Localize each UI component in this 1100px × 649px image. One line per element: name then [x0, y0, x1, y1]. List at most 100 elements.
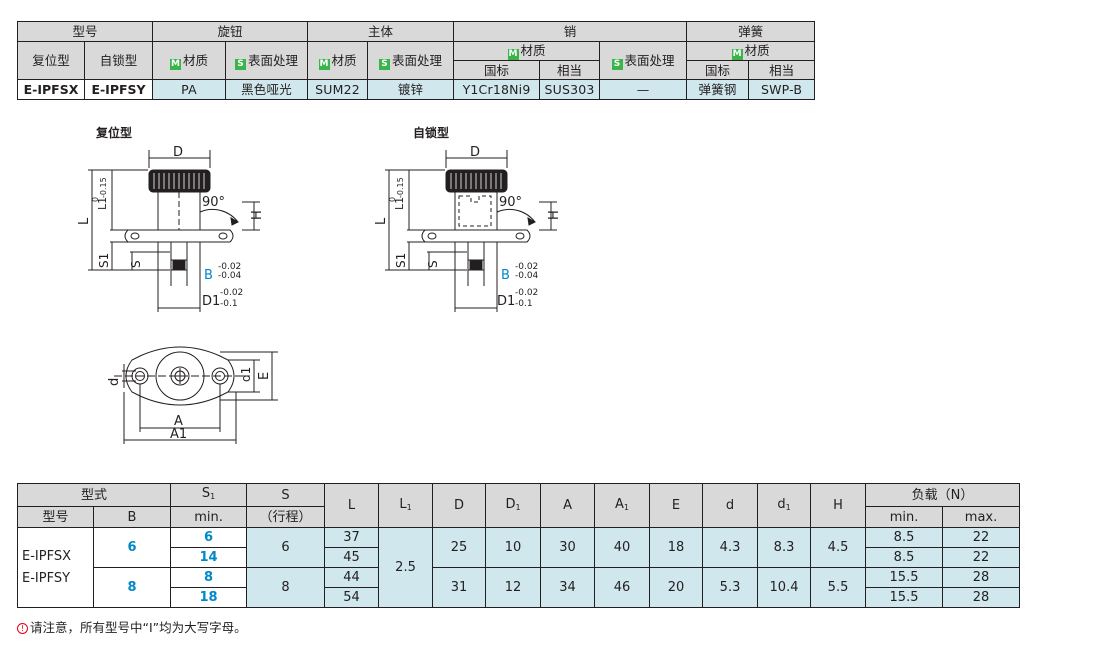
header-spring-national: 国标 — [686, 60, 750, 80]
label-E: E — [257, 372, 272, 380]
material-tag-icon: M — [507, 49, 519, 60]
surface-tag-icon: S — [611, 58, 623, 70]
cell-load-max: 22 — [942, 527, 1021, 548]
cell-L: 37 — [324, 527, 380, 548]
header-model: 型号 — [16, 21, 154, 42]
label-sub: 1 — [406, 502, 412, 512]
cell-load-min: 15.5 — [865, 567, 944, 588]
cell-d1: 10.4 — [757, 567, 812, 608]
cell-D: 25 — [432, 527, 487, 568]
header-knob: 旋钮 — [152, 21, 309, 42]
lock-type-caption: 自锁型 — [413, 126, 450, 140]
label-D1: D1 — [497, 294, 515, 309]
header-pin: 销 — [453, 21, 688, 42]
label: 材质 — [744, 43, 770, 58]
cell-d: 4.3 — [702, 527, 759, 568]
label-L1-tol-upper: 0 — [91, 197, 100, 202]
label-L1-tol-lower: -0.15 — [396, 177, 405, 198]
label: 材质 — [520, 43, 546, 58]
header-d: d — [702, 483, 759, 528]
table-row: E-IPFSX E-IPFSY PA 黑色哑光 SUM22 镀锌 Y1Cr18N… — [17, 79, 816, 100]
label-B-tol-lower: -0.04 — [218, 271, 242, 281]
cell-S1: 18 — [170, 587, 248, 608]
label-B-tol-lower: -0.04 — [515, 271, 539, 281]
header-D: D — [432, 483, 487, 528]
label-L: L — [374, 217, 389, 225]
label-S1: S1 — [97, 253, 111, 268]
label: 表面处理 — [248, 52, 299, 68]
header-S1-min: min. — [170, 506, 248, 528]
label-D1: D1 — [202, 294, 220, 309]
label-B-tol-upper: -0.02 — [218, 262, 241, 272]
label-S1: S1 — [394, 253, 408, 268]
knob-surface: 黑色哑光 — [225, 79, 309, 100]
header-D1: D1 — [485, 483, 542, 528]
header-d1: d1 — [757, 483, 812, 528]
header-reset-type: 复位型 — [17, 41, 85, 80]
header-model: 型号 — [17, 506, 94, 528]
header-A1: A1 — [594, 483, 651, 528]
spring-equivalent: SWP-B — [748, 79, 816, 100]
label: d — [777, 496, 786, 512]
cell-D1: 12 — [485, 567, 542, 608]
lock-type-drawing: D 90° H L L1 0 -0.15 S1 S B -0.02 -0.04 … — [374, 145, 562, 312]
label-sub: 1 — [785, 502, 791, 512]
material-tag-icon: M — [731, 49, 743, 60]
label-L1: L1 — [96, 197, 109, 210]
pin-surface: — — [599, 79, 688, 100]
cell-E: 20 — [649, 567, 704, 608]
cell-A: 30 — [540, 527, 596, 568]
label-D: D — [173, 145, 183, 160]
label-L1-tol-upper: 0 — [388, 197, 397, 202]
header-S: S — [246, 483, 326, 507]
footnote-text: 请注意，所有型号中“I”均为大写字母。 — [30, 620, 247, 635]
header-spring-equivalent: 相当 — [748, 60, 816, 80]
label: D — [505, 496, 516, 512]
model-reset: E-IPFSX — [17, 79, 85, 100]
label: 材质 — [331, 52, 357, 68]
reset-type-drawing: D 90° H L L1 0 -0.15 S1 S B -0.02 -0.04 … — [77, 145, 265, 312]
dimension-table: 型式 S1 S L L1 D D1 A A1 E d d1 H 负载（N） 型号… — [16, 483, 1021, 608]
label-sub: 1 — [623, 502, 630, 512]
label-A: A — [174, 414, 183, 429]
label-D: D — [470, 145, 480, 160]
reset-type-caption: 复位型 — [96, 126, 133, 140]
label-d1: d1 — [239, 367, 253, 382]
label: 表面处理 — [624, 52, 675, 68]
cell-load-max: 28 — [942, 567, 1021, 588]
label-D1-tol-upper: -0.02 — [515, 288, 538, 298]
label: L — [399, 496, 407, 512]
label-D1-tol-upper: -0.02 — [220, 288, 243, 298]
table-row: 8 8 8 44 31 12 34 46 20 5.3 10.4 5.5 15.… — [18, 567, 1021, 608]
model-name: E-IPFSY — [22, 570, 71, 586]
cell-A: 34 — [540, 567, 596, 608]
label-B: B — [501, 268, 510, 283]
cell-d: 5.3 — [702, 567, 759, 608]
header-load-max: max. — [942, 506, 1021, 528]
label-D1-tol-lower: -0.1 — [220, 299, 238, 309]
cell-B: 6 — [92, 527, 172, 568]
cell-D1: 10 — [485, 527, 542, 568]
label-H: H — [547, 210, 562, 220]
label-S: S — [426, 260, 440, 268]
header-S1: S1 — [170, 483, 248, 507]
footnote: !请注意，所有型号中“I”均为大写字母。 — [17, 617, 247, 636]
header-lock-type: 自锁型 — [83, 41, 154, 80]
header-A: A — [540, 483, 596, 528]
header-L1: L1 — [378, 483, 434, 528]
header-pin-equivalent: 相当 — [539, 60, 601, 80]
header-spring: 弹簧 — [686, 21, 816, 42]
label-angle: 90° — [202, 195, 225, 210]
cell-L: 54 — [324, 587, 380, 608]
cell-L: 45 — [324, 547, 380, 568]
cell-B: 8 — [92, 567, 172, 608]
material-tag-icon: M — [170, 58, 181, 70]
cell-S: 6 — [246, 527, 326, 568]
cell-H: 5.5 — [810, 567, 867, 608]
